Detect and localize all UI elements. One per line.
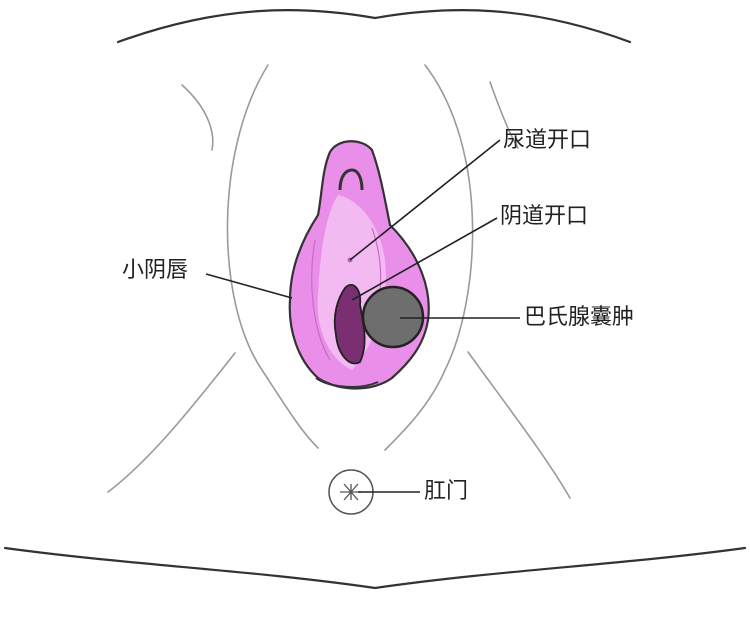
clitoral-hood xyxy=(338,168,364,191)
bottom-body-outline xyxy=(3,546,747,590)
top-body-outline xyxy=(116,9,632,44)
label-urethral-opening: 尿道开口 xyxy=(503,128,592,153)
labia-fold-line-left xyxy=(311,239,331,361)
vaginal-opening-leader xyxy=(351,217,498,301)
fourchette-outline xyxy=(315,377,379,388)
label-bartholin-cyst: 巴氏腺囊肿 xyxy=(524,305,635,330)
labia-minora-leader xyxy=(205,273,293,299)
right-outer-groin-line xyxy=(489,81,519,149)
bartholin-cyst-shape xyxy=(361,285,425,349)
label-labia-minora: 小阴唇 xyxy=(122,258,189,283)
right-lower-fold xyxy=(467,351,571,499)
vaginal-opening-shape xyxy=(333,284,366,365)
anus-star xyxy=(340,483,362,501)
label-vaginal-opening: 阴道开口 xyxy=(500,204,589,229)
urethral-opening-leader xyxy=(349,139,501,261)
left-outer-groin-line xyxy=(181,84,214,151)
right-thigh-fold xyxy=(384,64,474,451)
label-anus: 肛门 xyxy=(424,479,469,504)
left-lower-fold xyxy=(107,352,236,493)
left-thigh-fold xyxy=(226,64,319,449)
